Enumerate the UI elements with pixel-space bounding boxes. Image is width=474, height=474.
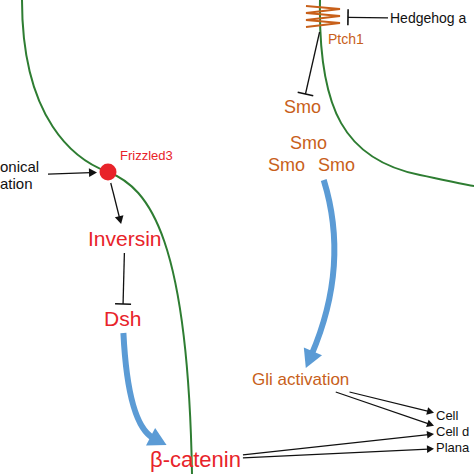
outcome-label: Cell d [436, 424, 469, 440]
connector-line [243, 449, 428, 458]
node-text: Smo [318, 154, 355, 176]
arrow-head [89, 168, 97, 177]
pathway-node: Gli activation [252, 370, 349, 390]
node-text: Smo [268, 154, 305, 176]
receptor-coil [300, 4, 346, 30]
inhibition-bar [347, 9, 349, 25]
node-text: Plana [436, 440, 469, 456]
connector [48, 168, 97, 177]
node-text: Inversin [88, 226, 162, 251]
connector [123, 333, 166, 445]
connector [111, 183, 124, 224]
arrow-head [426, 407, 434, 414]
pathway-node: Dsh [104, 306, 141, 331]
connector-line [243, 435, 429, 455]
pathway-node: Inversin [88, 226, 162, 251]
node-text: β-catenin [150, 447, 241, 473]
node-text: Gli activation [252, 370, 349, 390]
connector [298, 32, 320, 96]
connector-line [48, 173, 91, 175]
pathway-node: β-catenin [150, 447, 241, 473]
connector-line [123, 333, 153, 438]
connector-line [336, 392, 429, 424]
stimulus-label: onical ation [0, 158, 46, 192]
connector [115, 253, 131, 304]
connector [350, 392, 434, 415]
inhibition-bar [115, 303, 131, 305]
outcome-label: Plana [436, 440, 469, 456]
connector-line [348, 17, 388, 19]
receptor-circle [99, 163, 117, 181]
protein-cluster: SmoSmoSmo [268, 132, 364, 178]
connector [336, 392, 434, 427]
node-text: onical ation [0, 158, 46, 192]
arrow-head [304, 348, 322, 368]
pathway-node: Smo [284, 96, 321, 118]
receptor-node: Frizzled3 [99, 163, 117, 181]
ligand-label: Hedgehog a [390, 10, 466, 27]
node-text: Cell [436, 408, 458, 424]
inhibition-bar [298, 92, 314, 96]
receptor-coil [306, 6, 340, 27]
node-text: Smo [290, 132, 327, 154]
connector-line [311, 180, 334, 355]
connector-line [123, 253, 124, 304]
receptor-circle [100, 164, 117, 181]
receptor-node: Ptch1 [300, 4, 346, 30]
arrow-head [115, 215, 124, 224]
connector-line [305, 32, 319, 94]
arrow-head [427, 431, 434, 439]
connector-line [111, 183, 120, 218]
node-text: Hedgehog a [390, 10, 466, 27]
connector [243, 445, 434, 457]
connector [304, 180, 335, 368]
node-text: Frizzled3 [120, 148, 173, 164]
connector-line [350, 392, 429, 411]
node-text: Smo [284, 96, 321, 118]
node-text: Cell d [436, 424, 469, 440]
cell-membrane [22, 0, 192, 474]
connector [243, 431, 434, 455]
node-text: Dsh [104, 306, 141, 331]
arrow-head [146, 428, 167, 446]
arrow-head [426, 420, 434, 427]
arrow-head [427, 445, 434, 453]
node-text: Ptch1 [328, 31, 364, 48]
connector [348, 9, 388, 25]
outcome-label: Cell [436, 408, 458, 424]
